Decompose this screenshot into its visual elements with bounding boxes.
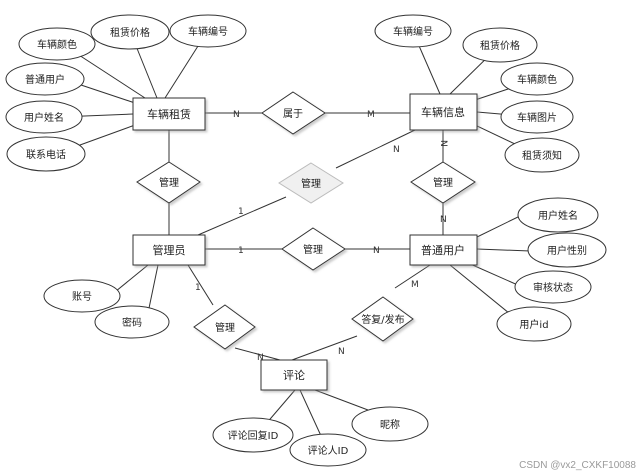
attr-rental-user-label: 普通用户: [25, 73, 65, 86]
attr-user-name: 用户姓名: [517, 197, 599, 233]
attr-rental-username: 用户姓名: [5, 100, 83, 134]
attr-admin-account: 账号: [43, 279, 121, 313]
card-manage-user: N: [440, 215, 447, 225]
attr-info-notice-label: 租赁须知: [522, 149, 562, 162]
attr-comment-nickname-label: 昵称: [380, 418, 400, 431]
attr-rental-number: 车辆编号: [169, 14, 247, 48]
rel-manage-info-label: 管理: [433, 176, 453, 189]
attr-info-notice: 租赁须知: [504, 137, 580, 173]
rel-manage-car-label: 管理: [301, 177, 321, 190]
attr-user-gender: 用户性别: [527, 232, 607, 268]
entity-admin-label: 管理员: [153, 243, 186, 257]
entity-car-info: 车辆信息: [409, 93, 478, 131]
attr-rental-phone: 联系电话: [6, 136, 86, 172]
attr-comment-reply-id: 评论回复ID: [212, 417, 294, 453]
attr-rental-number-label: 车辆编号: [188, 25, 228, 38]
card-user-publish: M: [411, 280, 419, 290]
entity-admin: 管理员: [132, 234, 206, 266]
entity-car-info-label: 车辆信息: [421, 105, 465, 119]
card-publish-comment: N: [338, 347, 345, 357]
attr-admin-account-label: 账号: [72, 291, 92, 303]
attr-user-id-label: 用户id: [519, 318, 548, 331]
rel-manage-info: 管理: [410, 161, 476, 204]
attr-rental-color: 车辆颜色: [18, 27, 96, 61]
rel-manage-comment: 管理: [193, 304, 256, 350]
attr-info-price-label: 租赁价格: [480, 39, 520, 52]
attr-rental-color-label: 车辆颜色: [37, 38, 77, 51]
attr-user-gender-label: 用户性别: [547, 244, 587, 257]
rel-manage-user-label: 管理: [303, 243, 323, 256]
rel-publish-label: 答复/发布: [361, 313, 404, 326]
rel-manage-rental-label: 管理: [159, 176, 179, 189]
attr-user-id: 用户id: [496, 306, 572, 342]
attr-admin-password-label: 密码: [122, 316, 142, 329]
card-manage-user2: N: [373, 246, 380, 256]
card-rental-belongs: N: [233, 110, 240, 120]
card-admin-faded: 1: [238, 207, 244, 217]
attr-info-image: 车辆图片: [500, 100, 574, 134]
attr-info-color-label: 车辆颜色: [517, 73, 557, 86]
attr-rental-phone-label: 联系电话: [26, 148, 66, 161]
attr-rental-user: 普通用户: [5, 62, 85, 96]
cardinality-labels: N M N 1 N N 1 N 1 N M N: [195, 110, 448, 363]
card-info-manage: N: [438, 140, 448, 147]
rel-belongs-label: 属于: [283, 108, 303, 120]
entity-car-rental: 车辆租赁: [132, 97, 206, 131]
attr-comment-commenter-id-label: 评论人ID: [308, 444, 349, 457]
attr-rental-price-label: 租赁价格: [110, 26, 150, 39]
attr-info-number-label: 车辆编号: [393, 25, 433, 38]
attr-user-name-label: 用户姓名: [538, 209, 578, 222]
attr-user-status: 审核状态: [514, 270, 592, 304]
entity-user: 普通用户: [409, 234, 478, 266]
attr-rental-username-label: 用户姓名: [24, 111, 64, 124]
attr-user-status-label: 审核状态: [533, 281, 573, 294]
card-belongs-info: M: [367, 110, 375, 120]
attr-info-price: 租赁价格: [462, 27, 538, 63]
rel-manage-user: 管理: [281, 227, 346, 271]
entity-comment: 评论: [260, 359, 328, 391]
card-faded-info: N: [393, 145, 400, 155]
card-admin-manage: 1: [238, 246, 244, 256]
entity-user-label: 普通用户: [421, 243, 465, 257]
entity-comment-label: 评论: [283, 368, 305, 382]
watermark: CSDN @vx2_CXKF10088: [519, 460, 636, 471]
attr-comment-commenter-id: 评论人ID: [289, 433, 367, 467]
rel-manage-comment-label: 管理: [215, 321, 235, 334]
attr-comment-nickname: 昵称: [351, 406, 429, 442]
attr-admin-password: 密码: [94, 305, 170, 339]
rel-belongs: 属于: [261, 91, 326, 135]
attr-info-number: 车辆编号: [374, 14, 452, 48]
attr-info-image-label: 车辆图片: [517, 111, 557, 124]
attr-rental-price: 租赁价格: [90, 14, 170, 50]
card-comment-admin: N: [257, 353, 264, 363]
attr-info-color: 车辆颜色: [500, 62, 574, 96]
rel-publish: 答复/发布: [351, 296, 414, 342]
attr-comment-reply-id-label: 评论回复ID: [228, 429, 279, 442]
rel-manage-car-faded: 管理: [278, 162, 344, 204]
card-admin-comment: 1: [195, 283, 201, 293]
entity-car-rental-label: 车辆租赁: [147, 107, 191, 121]
rel-manage-rental: 管理: [136, 161, 201, 204]
